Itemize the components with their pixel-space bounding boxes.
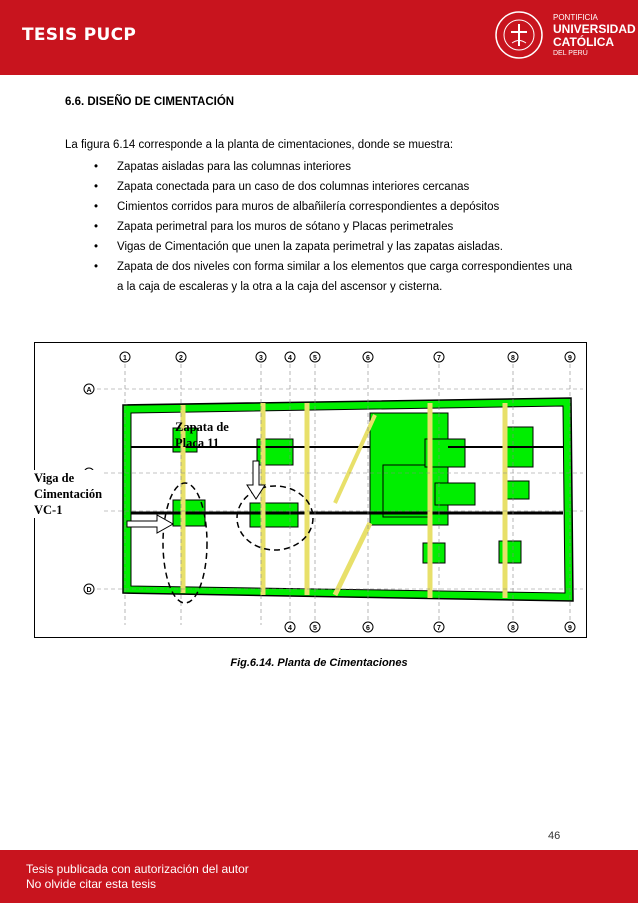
axis-label: 6 — [366, 625, 370, 632]
axis-label: 9 — [568, 625, 572, 632]
axis-label: 2 — [179, 355, 183, 362]
bullet-icon: • — [94, 161, 99, 173]
bullet-text: Zapata conectada para un caso de dos col… — [117, 181, 470, 193]
callout-zapata-placa: Zapata de Placa 11 — [175, 419, 229, 451]
list-item: • Zapata de dos niveles con forma similar… — [94, 257, 577, 297]
callout-viga-cimentacion: Viga de Cimentación VC-1 — [34, 470, 103, 518]
footer-line-1: Tesis publicada con autorización del aut… — [26, 862, 249, 876]
callout-line: Viga de — [34, 471, 75, 485]
section-title: 6.6. DISEÑO DE CIMENTACIÓN — [65, 96, 235, 108]
bullet-icon: • — [94, 261, 99, 273]
list-item: • Cimientos corridos para muros de albañi… — [94, 197, 577, 217]
list-item: • Zapata conectada para un caso de dos co… — [94, 177, 577, 197]
callout-line: Cimentación — [34, 487, 103, 501]
axis-label: 5 — [313, 355, 317, 362]
university-line-3: CATÓLICA — [553, 35, 615, 49]
bullet-text: Vigas de Cimentación que unen la zapata … — [117, 241, 503, 253]
callout-line: Zapata de — [175, 420, 229, 434]
page-number: 46 — [548, 830, 561, 842]
axis-label: 1 — [123, 355, 127, 362]
university-line-1: PONTIFICIA — [553, 13, 598, 22]
bullet-icon: • — [94, 221, 99, 233]
axis-label: 7 — [437, 355, 441, 362]
axis-label: 6 — [366, 355, 370, 362]
axis-label: 8 — [511, 625, 515, 632]
footer-line-2: No olvide citar esta tesis — [26, 877, 157, 891]
bullet-text: Zapata perimetral para los muros de sóta… — [117, 221, 454, 233]
bullet-text: Zapatas aisladas para las columnas inter… — [117, 161, 351, 173]
axis-label: 9 — [568, 355, 572, 362]
callout-line: Placa 11 — [175, 436, 220, 450]
axis-label: A — [86, 387, 91, 394]
bullet-icon: • — [94, 201, 99, 213]
bullet-list: • Zapatas aisladas para las columnas inte… — [94, 157, 577, 297]
list-item: • Zapata perimetral para los muros de sót… — [94, 217, 577, 237]
footer-bar: Tesis publicada con autorización del aut… — [0, 850, 638, 903]
callout-line: VC-1 — [34, 503, 63, 517]
list-item: • Vigas de Cimentación que unen la zapata… — [94, 237, 577, 257]
figure-caption: Fig.6.14. Planta de Cimentaciones — [230, 657, 408, 669]
bullet-icon: • — [94, 241, 99, 253]
foundation-plan-drawing: 1 2 3 4 5 6 7 8 9 4 5 6 7 8 9 A B C D — [83, 351, 583, 633]
list-item: • Zapatas aisladas para las columnas inte… — [94, 157, 577, 177]
university-seal-icon — [495, 11, 543, 59]
university-name: PONTIFICIA UNIVERSIDAD CATÓLICA DEL PERÚ — [553, 13, 636, 59]
axis-label: 4 — [288, 625, 292, 632]
header-bar: TESIS PUCP PONTIFICIA UNIVERSIDAD CATÓLI… — [0, 0, 638, 75]
brand-title: TESIS PUCP — [22, 25, 137, 45]
axis-label: D — [86, 587, 91, 594]
bullet-text: Zapata de dos niveles con forma similar … — [117, 261, 573, 293]
axis-label: 3 — [259, 355, 263, 362]
intro-paragraph: La figura 6.14 corresponde a la planta d… — [65, 139, 454, 151]
bullet-text: Cimientos corridos para muros de albañil… — [117, 201, 500, 213]
foundation-plan-figure: 1 2 3 4 5 6 7 8 9 4 5 6 7 8 9 A B C D — [34, 342, 587, 638]
axis-label: 8 — [511, 355, 515, 362]
university-line-2: UNIVERSIDAD — [553, 22, 636, 36]
university-line-4: DEL PERÚ — [553, 50, 588, 57]
axis-label: 4 — [288, 355, 292, 362]
axis-label: 7 — [437, 625, 441, 632]
axis-label: 5 — [313, 625, 317, 632]
bullet-icon: • — [94, 181, 99, 193]
